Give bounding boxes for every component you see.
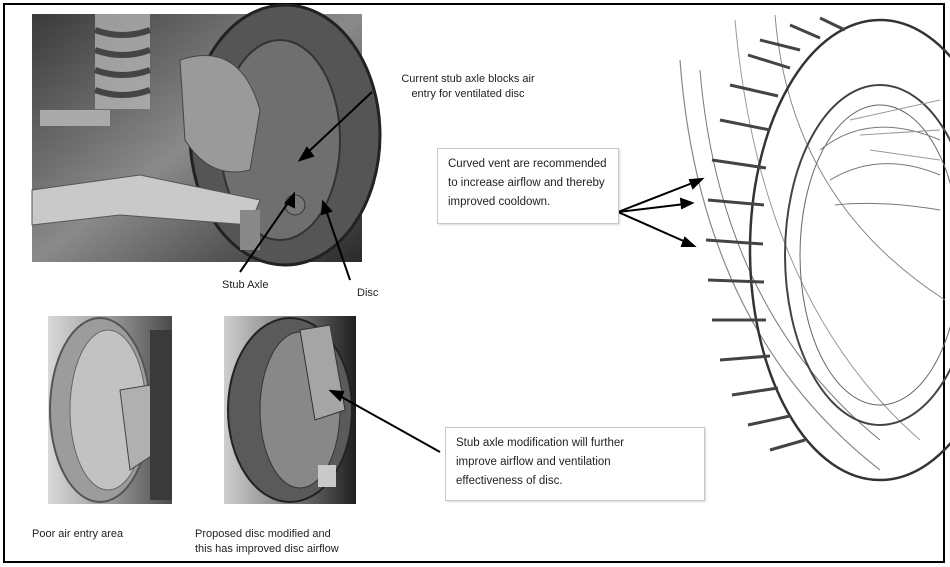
stub-axle-modification-line-1: Stub axle modification will further	[456, 434, 694, 453]
stub-axle-blocks-line-2: entry for ventilated disc	[374, 87, 562, 102]
stub-axle-label: Stub Axle	[222, 278, 268, 293]
curved-vent-line-1: Curved vent are recommended	[448, 155, 608, 174]
curved-vent-cfd-image	[680, 15, 950, 480]
stub-axle-modification-callout: Stub axle modification will further impr…	[445, 427, 705, 501]
proposed-disc-label: Proposed disc modified and this has impr…	[195, 527, 339, 557]
disc-label: Disc	[357, 286, 378, 301]
suspension-assembly-image	[32, 5, 380, 265]
stub-axle-modification-line-3: effectiveness of disc.	[456, 472, 694, 491]
poor-air-entry-label: Poor air entry area	[32, 527, 123, 542]
stub-axle-blocks-line-1: Current stub axle blocks air	[374, 72, 562, 87]
stub-axle-blocks-label: Current stub axle blocks air entry for v…	[374, 72, 562, 102]
curved-vent-line-3: improved cooldown.	[448, 193, 608, 212]
poor-air-entry-disc-image	[48, 316, 172, 504]
proposed-disc-image	[224, 316, 356, 504]
proposed-disc-line-2: this has improved disc airflow	[195, 542, 339, 557]
curved-vent-callout: Curved vent are recommended to increase …	[437, 148, 619, 224]
proposed-disc-line-1: Proposed disc modified and	[195, 527, 339, 542]
curved-vent-line-2: to increase airflow and thereby	[448, 174, 608, 193]
stub-axle-modification-line-2: improve airflow and ventilation	[456, 453, 694, 472]
